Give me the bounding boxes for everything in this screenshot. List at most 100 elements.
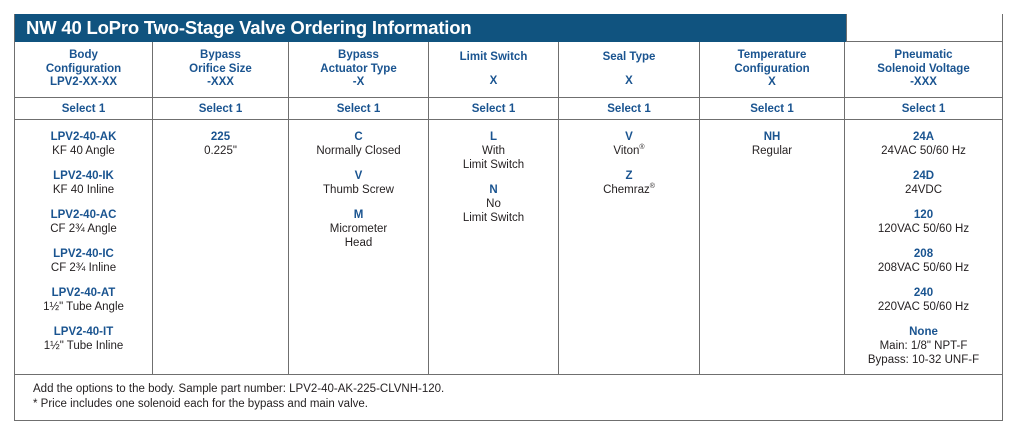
option-code: LPV2-40-AK	[50, 131, 117, 143]
header-line: X	[625, 75, 633, 87]
option-description: Thumb Screw	[323, 184, 394, 196]
option-item[interactable]: V Thumb Screw	[291, 169, 426, 197]
option-item[interactable]: 120 120VAC 50/60 Hz	[847, 208, 1000, 236]
option-description: Head	[344, 237, 373, 249]
header-line: Bypass	[200, 49, 241, 62]
table-title: NW 40 LoPro Two-Stage Valve Ordering Inf…	[15, 14, 846, 42]
option-description: 24VAC 50/60 Hz	[881, 145, 966, 157]
select-label-text: Select 1	[61, 102, 106, 115]
select-label-4: Select 1	[558, 98, 699, 119]
header-line: Seal Type	[602, 50, 656, 63]
option-description: 0.225"	[204, 145, 237, 157]
option-code: C	[354, 131, 363, 143]
header-line: Body	[69, 49, 98, 62]
select-label-5: Select 1	[699, 98, 844, 119]
option-description: 24VDC	[904, 184, 943, 196]
option-code: LPV2-40-AT	[51, 287, 116, 299]
select-label-text: Select 1	[750, 102, 794, 115]
header-line: LPV2-XX-XX	[49, 76, 118, 89]
option-description: KF 40 Angle	[52, 145, 115, 157]
option-item[interactable]: 24D 24VDC	[847, 169, 1000, 197]
option-description: Micrometer	[329, 223, 388, 235]
table-footer: Add the options to the body. Sample part…	[15, 375, 1002, 420]
option-description: With	[482, 145, 505, 157]
ordering-information-table: NW 40 LoPro Two-Stage Valve Ordering Inf…	[14, 14, 1003, 421]
option-code: 120	[913, 209, 934, 221]
option-description: Viton®	[613, 144, 645, 157]
select-label-text: Select 1	[471, 102, 516, 115]
option-item[interactable]: LPV2-40-IK KF 40 Inline	[17, 169, 150, 197]
option-code: None	[909, 326, 938, 338]
select-label-text: Select 1	[336, 102, 381, 115]
header-line: X	[489, 75, 498, 87]
table-title-row: NW 40 LoPro Two-Stage Valve Ordering Inf…	[15, 14, 1002, 42]
option-description: Regular	[751, 145, 793, 157]
option-code: V	[625, 131, 633, 143]
option-description: 120VAC 50/60 Hz	[877, 223, 970, 235]
header-line: Orifice Size	[189, 62, 252, 75]
option-description: 208VAC 50/60 Hz	[877, 262, 970, 274]
option-description: Limit Switch	[462, 159, 525, 171]
title-row-spacer	[846, 14, 1002, 42]
option-item[interactable]: LPV2-40-AC CF 2¾ Angle	[17, 208, 150, 236]
options-cell-5: NH Regular	[699, 120, 844, 374]
header-line: Bypass	[338, 49, 379, 62]
option-description: 1½" Tube Inline	[43, 340, 124, 352]
option-description: CF 2¾ Inline	[50, 262, 117, 274]
select-label-2: Select 1	[288, 98, 428, 119]
option-code: 225	[210, 131, 231, 143]
option-code: 24D	[912, 170, 935, 182]
header-line: -XXX	[207, 76, 234, 89]
header-line: Configuration	[45, 62, 122, 75]
header-line: Pneumatic	[894, 49, 953, 62]
option-description: CF 2¾ Angle	[50, 223, 117, 235]
header-line: X	[768, 76, 776, 89]
option-item[interactable]: LPV2-40-AK KF 40 Angle	[17, 130, 150, 158]
select-label-text: Select 1	[607, 102, 651, 115]
option-description: Bypass: 10-32 UNF-F	[867, 354, 980, 366]
select-instruction-row: Select 1 Select 1 Select 1 Select 1 Select 1…	[15, 98, 1002, 120]
option-code: NH	[763, 131, 781, 143]
option-description: Limit Switch	[462, 212, 525, 224]
option-code: V	[354, 170, 363, 182]
header-line: -XXX	[910, 76, 937, 89]
select-label-6: Select 1	[844, 98, 1002, 119]
option-code: M	[353, 209, 364, 221]
option-description: No	[486, 198, 501, 210]
option-code: Z	[625, 170, 633, 182]
options-cell-1: 225 0.225"	[152, 120, 288, 374]
select-label-3: Select 1	[428, 98, 558, 119]
select-label-text: Select 1	[901, 102, 946, 115]
option-item[interactable]: NH Regular	[702, 130, 842, 158]
option-code: LPV2-40-AC	[50, 209, 117, 221]
header-line: Temperature	[737, 49, 807, 62]
option-item[interactable]: 225 0.225"	[155, 130, 286, 158]
option-code: LPV2-40-IK	[53, 170, 114, 182]
option-description: KF 40 Inline	[52, 184, 115, 196]
